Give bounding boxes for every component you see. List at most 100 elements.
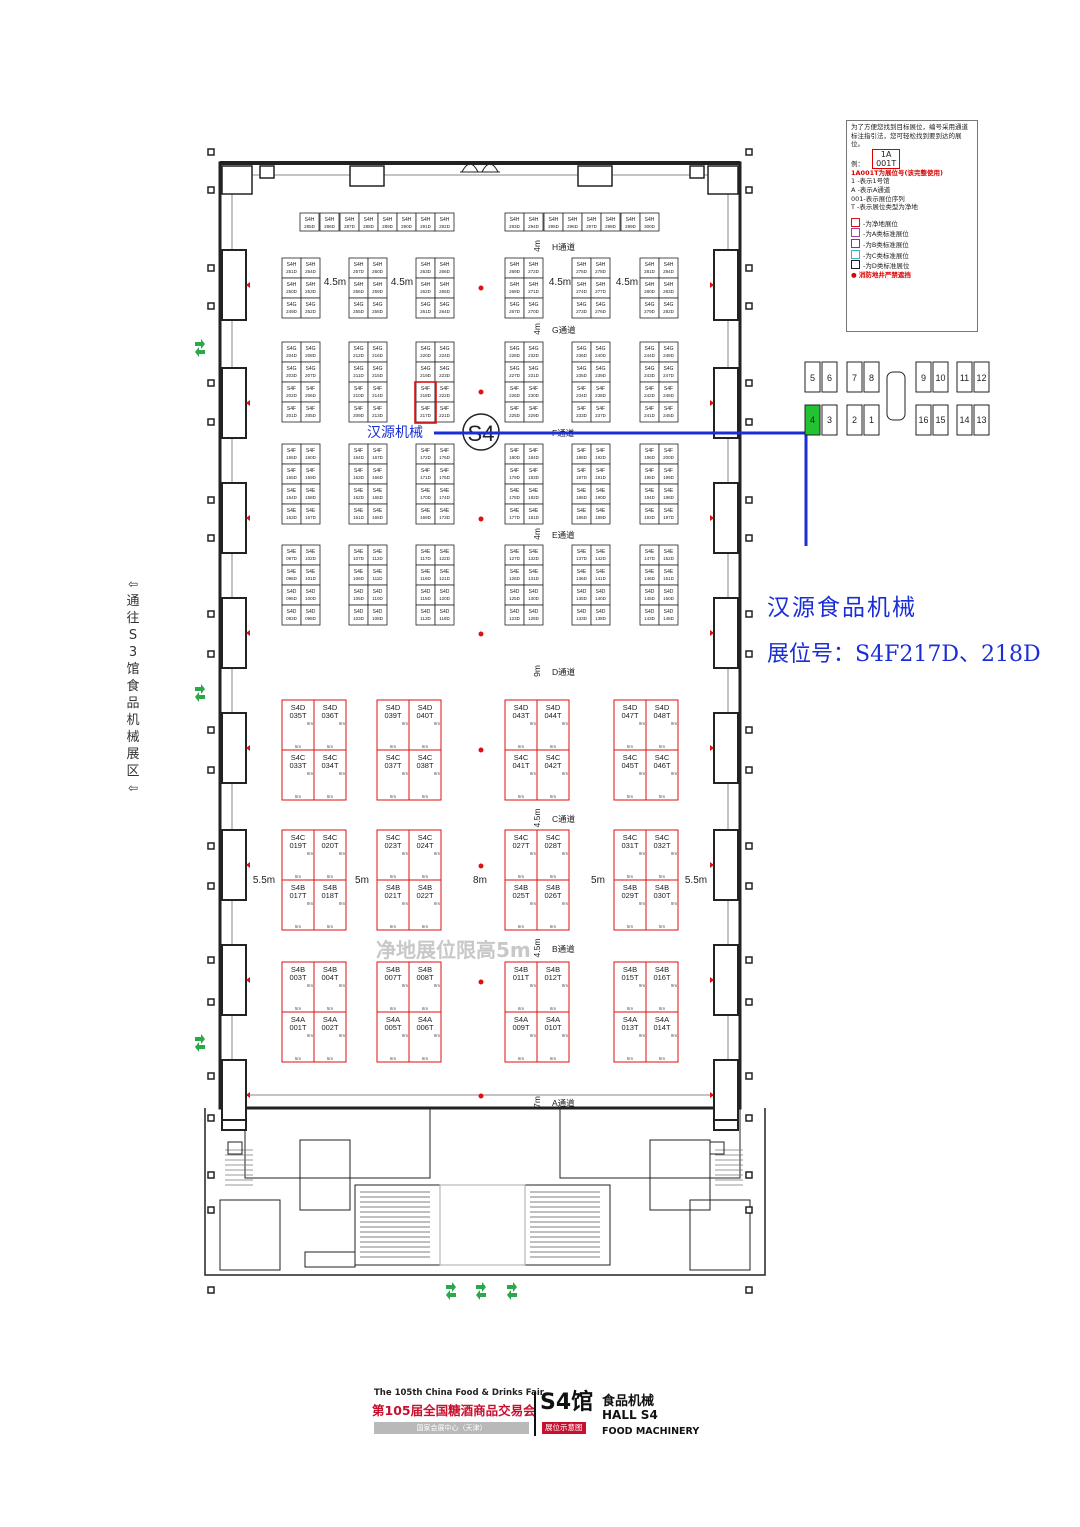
booth-cell [300, 544, 321, 566]
booth-cell [348, 584, 369, 606]
booth-hall-code: S4E [440, 508, 450, 514]
booth-id: 037T [384, 761, 402, 770]
booth-hall-code: S4E [596, 569, 606, 575]
booth-size-label: 5m [327, 744, 334, 749]
raw-booth-cell [376, 829, 410, 881]
booth-hall-code: S4F [421, 468, 430, 474]
booth-cell [367, 257, 388, 279]
booth-id: 244D [644, 353, 656, 358]
booth-id: 236D [576, 353, 588, 358]
boundary-marker [745, 882, 753, 890]
booth-id: 205D [305, 413, 317, 418]
booth-size-label: 9m [562, 901, 569, 906]
booth-cell [658, 604, 679, 626]
booth-cell [571, 584, 592, 606]
booth-size-label: 9m [339, 851, 346, 856]
booth-id: 009T [512, 1023, 530, 1032]
booth-id: 039T [384, 711, 402, 720]
booth-id: 202D [286, 393, 298, 398]
booth-id: 017T [289, 891, 307, 900]
boundary-marker [207, 998, 215, 1006]
booth-id: 235D [576, 373, 588, 378]
booth-hall-code: S4D [529, 609, 539, 615]
booth-hall-code: S4F [664, 386, 673, 392]
booth-id: 257D [353, 269, 365, 274]
raw-booth-cell [504, 961, 538, 1013]
booth-cell [590, 257, 611, 279]
exit-arrow-icon [195, 1042, 205, 1052]
booth-id: 157D [305, 515, 317, 520]
booth-hall-code: S4E [421, 488, 431, 494]
booth-id: 108D [372, 616, 384, 621]
booth-id: 219D [420, 373, 432, 378]
booth-cell [348, 257, 369, 279]
booth-id: 262D [420, 289, 432, 294]
mini-hall-number: 4 [810, 415, 815, 425]
booth-id: 265D [439, 289, 451, 294]
booth-cell [281, 503, 302, 525]
booth-cell [367, 544, 388, 566]
booth-id: 289D [382, 224, 394, 229]
boundary-marker [207, 418, 215, 426]
booth-cell [415, 401, 436, 423]
booth-cell [658, 381, 679, 403]
booth-hall-code: S4A [514, 1015, 528, 1024]
booth-hall-code: S4D [577, 609, 587, 615]
mini-hall-number: 6 [827, 373, 832, 383]
boundary-markers [207, 148, 753, 1294]
booth-size-label: 5m [295, 924, 302, 929]
booth-id: 146D [644, 576, 656, 581]
booth-cell [348, 463, 369, 485]
raw-booth-cell [504, 829, 538, 881]
booth-hall-code: S4H [306, 262, 316, 268]
booth-id: 218D [420, 393, 432, 398]
booth-hall-code: S4C [386, 753, 401, 762]
booth-cell [639, 297, 660, 319]
booth-hall-code: S4H [664, 262, 674, 268]
booth-hall-code: S4F [354, 386, 363, 392]
booth-id: 007T [384, 973, 402, 982]
booth-id: 002T [321, 1023, 339, 1032]
booth-hall-code: S4C [655, 753, 670, 762]
booth-id: 288D [363, 224, 375, 229]
mini-hall-number: 11 [960, 373, 969, 383]
booth-cell [300, 341, 321, 363]
booth-cell [639, 604, 660, 626]
north-entrance-icon [460, 163, 500, 173]
mini-hall-number: 15 [935, 415, 945, 425]
booth-hall-code: S4D [514, 703, 529, 712]
gap-label: 5m [591, 875, 605, 886]
booth-id: 018T [321, 891, 339, 900]
aisle-label: B通道 [552, 944, 575, 954]
booth-cell [300, 463, 321, 485]
raw-booth-cell [645, 1011, 679, 1063]
booth-cell [571, 564, 592, 586]
booth-cell [434, 443, 455, 465]
booth-hall-code: S4G [286, 302, 296, 308]
aisle-width-label: 4.5m [532, 939, 542, 958]
booth-id: 016T [653, 973, 671, 982]
booth-id: 256D [353, 289, 365, 294]
raw-booth-cell [536, 829, 570, 881]
raw-booth-cell [645, 961, 679, 1013]
booth-hall-code: S4A [386, 1015, 400, 1024]
booth-hall-code: S4D [440, 609, 450, 615]
booth-hall-code: S4B [546, 965, 560, 974]
booth-id: 185D [576, 515, 588, 520]
mini-hall-cell [821, 404, 838, 436]
booth-cell [367, 463, 388, 485]
watermark: 净地展位限高5m [376, 938, 531, 962]
booth-id: 281D [644, 269, 656, 274]
booth-id: 151D [663, 576, 675, 581]
booth-id: 170D [420, 495, 432, 500]
booth-size-label: 9m [562, 721, 569, 726]
booth-id: 024T [416, 841, 434, 850]
booth-hall-code: S4A [291, 1015, 305, 1024]
booth-id: 240D [595, 353, 607, 358]
mini-hall-cell [846, 361, 863, 393]
booth-id: 283D [663, 289, 675, 294]
legend-intro: 为了方便您找到目标展位，编号采用通道标注指引法，您可轻松找到要到达的展位。 [851, 123, 968, 149]
booth-hall-code: S4G [420, 302, 430, 308]
booth-hall-code: S4H [529, 282, 539, 288]
